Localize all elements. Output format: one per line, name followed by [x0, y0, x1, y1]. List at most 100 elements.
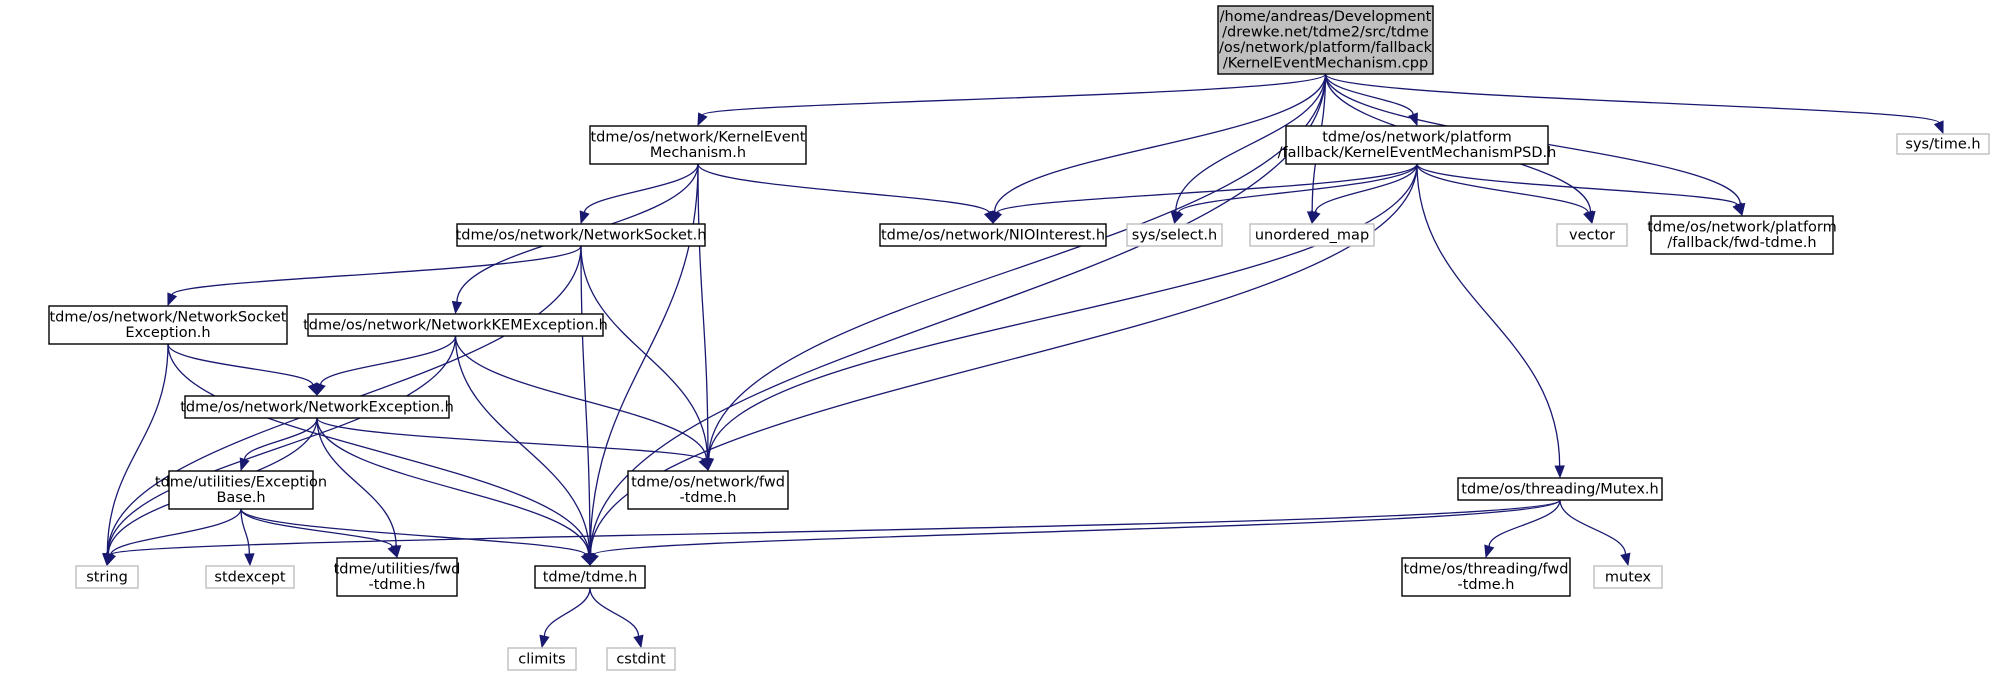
edge-excbase_h-to-stdexcept: [240, 508, 255, 567]
node-label-line: tdme/utilities/fwd: [334, 562, 461, 578]
node-label-line: tdme/os/network/NetworkSocket: [50, 310, 287, 326]
edge-line: [240, 508, 587, 556]
node-label-line: -tdme.h: [369, 577, 426, 593]
edge-line: [240, 508, 251, 555]
node-tdme_h[interactable]: tdme/tdme.h: [534, 565, 646, 589]
edge-line: [589, 587, 640, 637]
edge-arrowhead: [539, 634, 550, 649]
node-kem_h[interactable]: tdme/os/network/KernelEventMechanism.h: [589, 125, 807, 165]
edge-line: [702, 73, 1327, 116]
nodes-layer: /home/andreas/Development/drewke.net/tdm…: [48, 5, 1990, 671]
edge-kempsd_h-to-unordered_map: [1310, 163, 1418, 225]
node-box: [627, 470, 789, 510]
node-box: [1896, 133, 1990, 155]
edge-line: [110, 508, 242, 555]
edge-netkemexc_h-to-string: [102, 335, 457, 567]
edge-netexc_h-to-excbase_h: [239, 417, 318, 472]
edge-arrowhead: [580, 552, 591, 567]
edge-netsock_h-to-network_fwd: [580, 245, 713, 472]
edge-line: [1416, 163, 1589, 213]
edge-arrowhead: [697, 112, 708, 127]
edge-line: [243, 417, 318, 460]
edge-line: [580, 245, 709, 460]
node-label-line: vector: [1569, 227, 1615, 243]
edge-line: [1314, 163, 1418, 213]
node-niointerest_h[interactable]: tdme/os/network/NIOInterest.h: [879, 223, 1107, 247]
node-platform_fwd[interactable]: tdme/os/network/platform/fallback/fwd-td…: [1647, 215, 1837, 255]
node-box: [184, 395, 450, 419]
node-label-line: mutex: [1605, 569, 1652, 585]
edge-line: [543, 587, 591, 637]
node-label-line: tdme/tdme.h: [543, 569, 638, 585]
edge-arrowhead: [387, 544, 398, 559]
edge-netsockexc_h-to-netexc_h: [167, 343, 318, 397]
edge-line: [1324, 73, 1414, 115]
node-mutex_h[interactable]: tdme/os/threading/Mutex.h: [1457, 477, 1663, 501]
node-netexc_h[interactable]: tdme/os/network/NetworkException.h: [180, 395, 454, 419]
node-vector: vector: [1556, 223, 1628, 247]
edge-line: [107, 335, 457, 555]
edge-line: [171, 245, 582, 296]
edge-kempsd_h-to-vector: [1416, 163, 1593, 225]
edge-arrowhead: [1933, 120, 1944, 135]
node-threading_fwd[interactable]: tdme/os/threading/fwd-tdme.h: [1401, 557, 1571, 597]
node-kempsd_h[interactable]: tdme/os/network/platform/fallback/Kernel…: [1278, 125, 1557, 165]
node-mutex: mutex: [1593, 565, 1663, 589]
edge-arrowhead: [589, 552, 599, 567]
node-label-line: string: [86, 569, 128, 585]
edge-tdme_h-to-climits: [539, 587, 591, 649]
edge-root-to-kem_h: [697, 73, 1327, 127]
node-box: [1249, 223, 1375, 247]
node-stdexcept: stdexcept: [205, 565, 295, 589]
edge-arrowhead: [1732, 202, 1743, 217]
node-label-line: tdme/os/network/NetworkSocket.h: [456, 227, 707, 243]
node-label-line: sys/time.h: [1905, 136, 1980, 152]
node-box: [589, 125, 807, 165]
node-label-line: tdme/os/network/platform: [1647, 220, 1837, 236]
node-netsock_h[interactable]: tdme/os/network/NetworkSocket.h: [456, 223, 707, 247]
node-label-line: -tdme.h: [1458, 577, 1515, 593]
node-box: [1457, 477, 1663, 501]
node-label-line: /home/andreas/Development: [1220, 9, 1432, 25]
node-utilities_fwd[interactable]: tdme/utilities/fwd-tdme.h: [334, 557, 461, 597]
node-label-line: cstdint: [616, 651, 666, 667]
node-netkemexc_h[interactable]: tdme/os/network/NetworkKEMException.h: [303, 313, 608, 337]
node-sysselect: sys/select.h: [1126, 223, 1223, 247]
node-network_fwd[interactable]: tdme/os/network/fwd-tdme.h: [627, 470, 789, 510]
node-cstdint: cstdint: [606, 647, 676, 671]
edge-line: [580, 245, 591, 555]
edge-arrowhead: [106, 552, 116, 567]
node-box: [1556, 223, 1628, 247]
node-label-line: /fallback/fwd-tdme.h: [1667, 235, 1816, 251]
edge-arrowhead: [315, 382, 326, 397]
edge-root-to-kempsd_h: [1324, 73, 1418, 127]
edge-mutex_h-to-tdme_h: [589, 499, 1561, 567]
edge-arrowhead: [1310, 210, 1321, 225]
node-root[interactable]: /home/andreas/Development/drewke.net/tdm…: [1217, 5, 1434, 75]
node-label-line: tdme/os/network/platform: [1322, 130, 1512, 146]
node-label-line: Base.h: [216, 490, 265, 506]
node-box: [336, 557, 458, 597]
node-box: [507, 647, 577, 671]
node-label-line: Exception.h: [125, 325, 210, 341]
edge-line: [593, 499, 1561, 556]
node-label-line: tdme/os/network/NetworkException.h: [180, 399, 454, 415]
edge-arrowhead: [1484, 544, 1495, 559]
node-unordered_map: unordered_map: [1249, 223, 1375, 247]
edge-netsock_h-to-netsockexc_h: [167, 245, 582, 307]
edge-line: [1416, 163, 1561, 467]
node-box: [1126, 223, 1223, 247]
node-label-line: tdme/os/network/NetworkKEMException.h: [303, 317, 608, 333]
node-label-line: tdme/os/network/fwd: [631, 475, 785, 491]
edge-line: [110, 499, 1561, 556]
edge-line: [1416, 163, 1739, 206]
node-label-line: /os/network/platform/fallback: [1219, 40, 1433, 56]
edge-arrowhead: [633, 634, 644, 649]
edge-arrowhead: [1173, 210, 1184, 225]
edge-arrowhead: [1583, 210, 1593, 225]
node-box: [1285, 125, 1549, 165]
node-box: [1593, 565, 1663, 589]
